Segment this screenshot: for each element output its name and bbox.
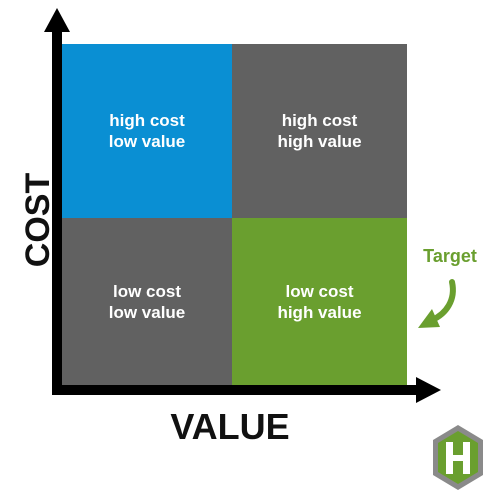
quadrant-high-cost-high-value: high cost high value (232, 44, 407, 218)
x-axis-label: VALUE (170, 406, 290, 447)
x-axis-arrowhead (416, 377, 441, 403)
quadrant-label-line1: low cost (285, 282, 354, 301)
quadrant-label-line2: high value (277, 303, 362, 322)
quadrant-high-cost-low-value: high cost low value (62, 44, 232, 218)
target-label: Target (423, 246, 477, 266)
y-axis-label: COST (19, 172, 57, 268)
quadrant-label-line2: low value (108, 132, 186, 151)
quadrant-label-line2: high value (277, 132, 362, 151)
quadrant-low-cost-high-value: low cost high value (232, 218, 407, 386)
quadrant-label-line1: high cost (281, 111, 358, 130)
quadrant-label-line1: low cost (112, 282, 181, 301)
quadrant-label-line1: high cost (109, 111, 185, 130)
quadrant-low-cost-low-value: low cost low value (62, 218, 232, 386)
y-axis-arrowhead (44, 8, 70, 32)
quadrant-label-line2: low value (108, 303, 186, 322)
